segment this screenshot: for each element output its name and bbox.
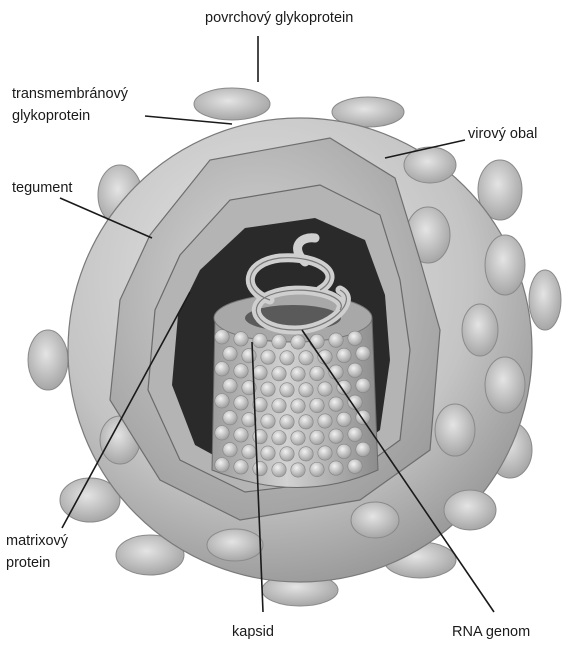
capsomer-bead [356,442,370,456]
capsomer-bead [329,333,343,347]
capsomer-bead [337,348,351,362]
capsomer-bead [291,463,305,477]
label-capsid: kapsid [232,624,274,640]
capsomer-bead [223,379,237,393]
capsomer-bead [329,461,343,475]
capsomer-bead [348,459,362,473]
capsomer-bead [234,332,248,346]
capsomer-bead [215,426,229,440]
capsomer-bead [318,446,332,460]
capsomer-bead [261,414,275,428]
capsomer-bead [291,367,305,381]
capsomer-bead [280,415,294,429]
capsomer-bead [215,330,229,344]
capsomer-bead [310,334,324,348]
capsomer-bead [299,383,313,397]
capsomer-bead [215,362,229,376]
capsomer-bead [310,430,324,444]
capsomer-bead [291,335,305,349]
capsomer-bead [318,414,332,428]
capsomer-bead [280,447,294,461]
label-matrix-line1: matrixový [6,533,69,549]
capsomer-bead [223,347,237,361]
capsomer-bead [272,335,286,349]
capsomer-bead [272,367,286,381]
capsomer-bead [310,366,324,380]
label-transmembrane-line2: glykoprotein [12,108,90,124]
capsomer-bead [234,396,248,410]
capsomer-bead [280,383,294,397]
label-surface-glycoprotein: povrchový glykoprotein [205,10,353,26]
capsomer-bead [337,412,351,426]
label-transmembrane-line1: transmembránový [12,86,129,102]
capsomer-bead [280,351,294,365]
capsomer-bead [242,413,256,427]
capsomer-bead [356,346,370,360]
capsomer-bead [329,397,343,411]
capsomer-bead [310,462,324,476]
capsomer-bead [223,411,237,425]
capsomer-bead [253,461,267,475]
capsomer-bead [215,394,229,408]
capsomer-bead [215,458,229,472]
label-rna-genome: RNA genom [452,624,530,640]
capsomer-bead [242,445,256,459]
capsomer-bead [348,427,362,441]
capsomer-bead [272,399,286,413]
capsomer-bead [337,444,351,458]
capsomer-bead [261,382,275,396]
label-tegument: tegument [12,180,72,196]
capsomer-bead [291,431,305,445]
capsomer-bead [242,349,256,363]
capsomer-bead [261,446,275,460]
capsomer-bead [261,350,275,364]
capsomer-bead [253,333,267,347]
capsomer-bead [299,415,313,429]
capsomer-bead [318,382,332,396]
capsomer-bead [348,363,362,377]
capsomer-bead [223,443,237,457]
capsomer-bead [272,463,286,477]
capsomer-bead [291,399,305,413]
capsomer-bead [356,378,370,392]
capsomer-bead [234,428,248,442]
label-matrix-line2: protein [6,555,50,571]
capsomer-bead [234,364,248,378]
capsomer-bead [299,351,313,365]
capsomer-bead [348,331,362,345]
capsomer-bead [310,398,324,412]
capsid [212,294,378,488]
capsomer-bead [329,429,343,443]
label-viral-envelope: virový obal [468,126,537,142]
capsomer-bead [272,431,286,445]
capsomer-bead [299,447,313,461]
capsomer-bead [253,365,267,379]
capsomer-bead [234,460,248,474]
